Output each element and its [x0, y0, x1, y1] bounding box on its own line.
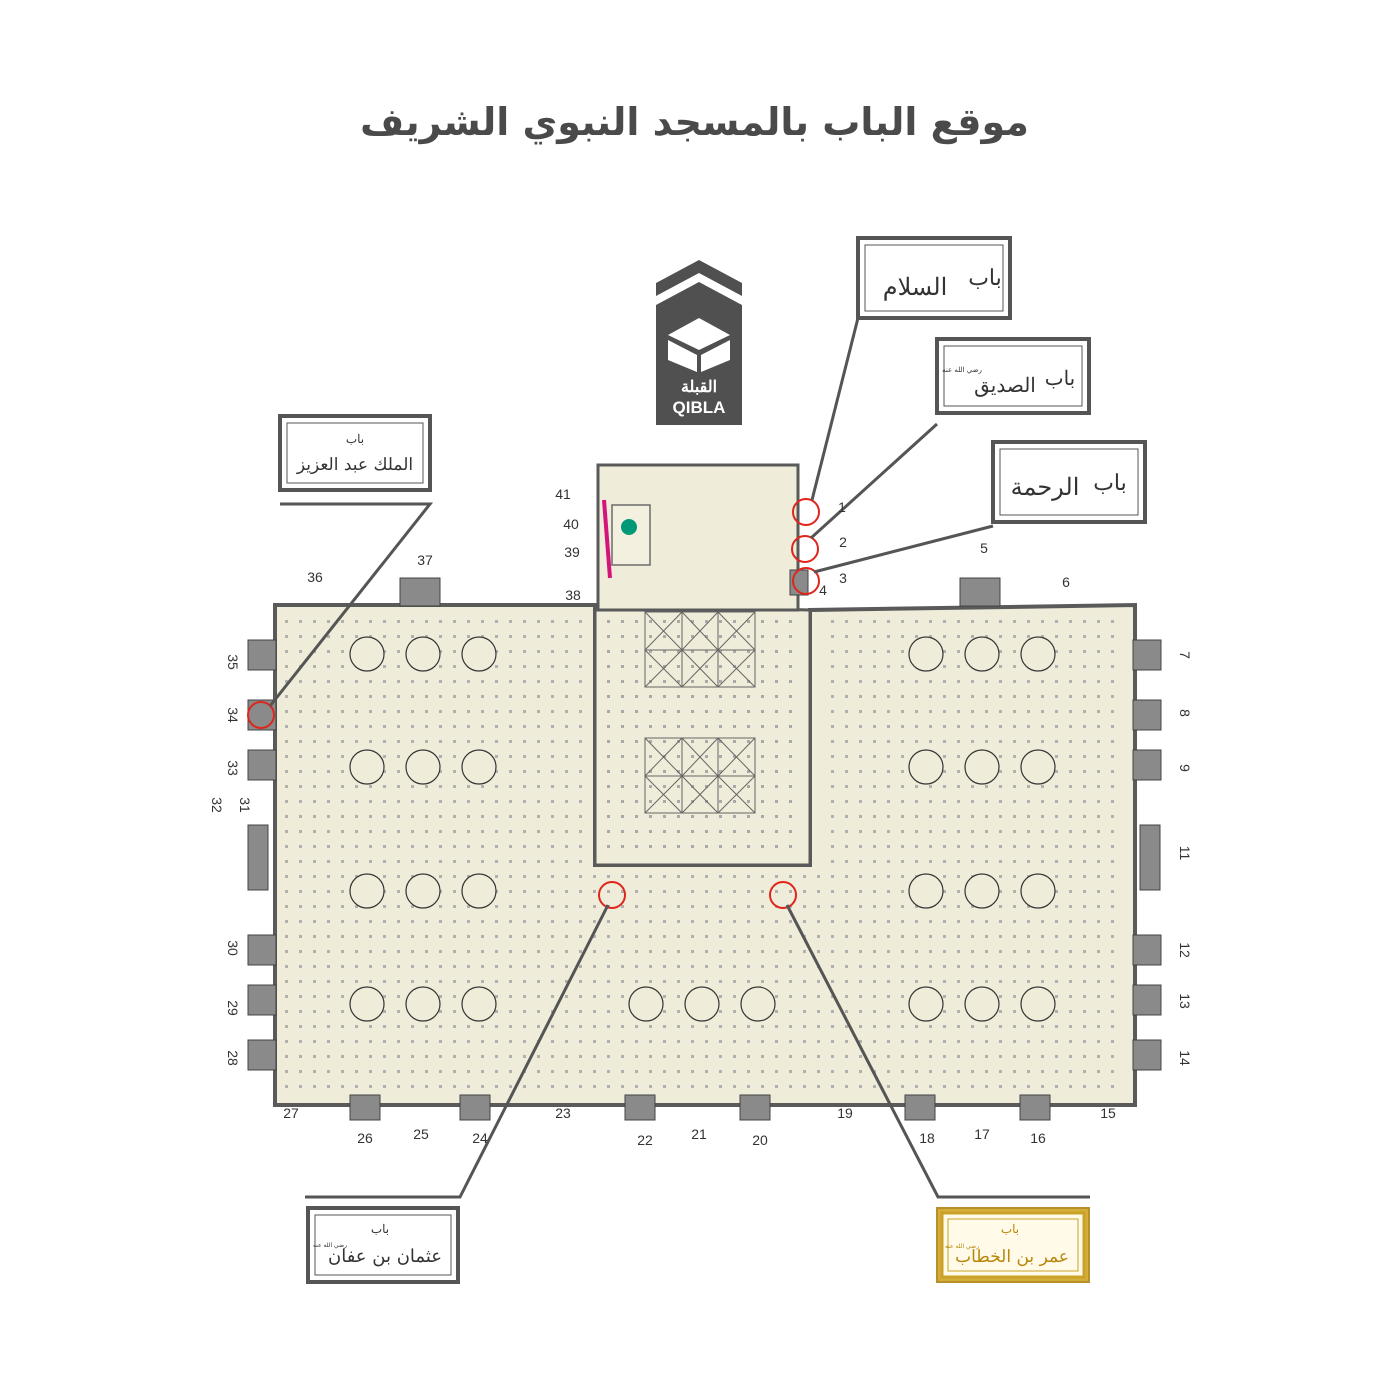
sign-umar-line1: باب	[1001, 1222, 1019, 1236]
sign-malik-line1: باب	[346, 432, 364, 446]
sign-rahma-line2: الرحمة	[1011, 473, 1080, 501]
qibla-english: QIBLA	[673, 398, 726, 417]
leader-lines	[268, 317, 1090, 1199]
minbar-line	[602, 499, 612, 579]
gate-3: 3	[839, 570, 847, 586]
column-grid	[285, 615, 1125, 1095]
sign-bab-malik-abdulaziz[interactable]: باب الملك عبد العزيز	[278, 414, 432, 492]
chamber-inner	[611, 504, 651, 566]
gate-19: 19	[837, 1105, 853, 1121]
gate-41: 41	[555, 486, 571, 502]
sign-malik-line2: الملك عبد العزيز	[296, 455, 413, 475]
gate-22: 22	[637, 1132, 653, 1148]
sign-umar-line2: عمر بن الخطاب	[955, 1247, 1069, 1267]
sign-bab-umar[interactable]: باب عمر بن الخطاب رضي الله عنه	[936, 1207, 1090, 1283]
sign-rahma-line1: باب	[1093, 471, 1127, 496]
gate-30: 30	[225, 940, 241, 956]
gate-2: 2	[839, 534, 847, 550]
gate-37: 37	[417, 552, 433, 568]
highlight-gate-1[interactable]	[792, 498, 820, 526]
gate-34: 34	[225, 707, 241, 723]
gate-11: 11	[1177, 846, 1193, 861]
sign-bab-rahma[interactable]: باب الرحمة	[991, 440, 1147, 524]
highlight-gate-3[interactable]	[792, 567, 820, 595]
sign-salam-line2: السلام	[883, 273, 948, 301]
domes	[349, 636, 1056, 1022]
sign-salam-line1: باب	[968, 266, 1002, 291]
gate-21: 21	[691, 1126, 707, 1142]
sign-siddiq-line2: الصديق	[974, 373, 1036, 397]
umbrella-squares	[644, 611, 756, 814]
gate-9: 9	[1177, 764, 1193, 772]
gate-32: 32	[209, 797, 225, 813]
sign-siddiq-honorific: رضي الله عنه	[942, 366, 982, 374]
highlight-umar[interactable]	[769, 881, 797, 909]
sign-uthman-honorific: رضي الله عنه	[313, 1242, 347, 1249]
sign-bab-siddiq[interactable]: باب الصديق رضي الله عنه	[935, 337, 1091, 415]
gate-36: 36	[307, 569, 323, 585]
gate-numbers: 1 2 3 4 5 6 7 8 9 11 12 13 14 15 16 17 1…	[209, 486, 1193, 1148]
gate-4: 4	[819, 582, 827, 598]
gate-24: 24	[472, 1130, 488, 1146]
gate-14: 14	[1177, 1050, 1193, 1066]
gate-23: 23	[555, 1105, 571, 1121]
gate-18: 18	[919, 1130, 935, 1146]
gate-39: 39	[564, 544, 580, 560]
qibla-badge: القبلة QIBLA	[656, 260, 742, 425]
sign-siddiq-line1: باب	[1045, 366, 1076, 390]
gate-28: 28	[225, 1050, 241, 1066]
floor-plan	[247, 463, 1162, 1121]
gate-6: 6	[1062, 574, 1070, 590]
gate-highlights	[247, 498, 820, 909]
gate-5: 5	[980, 540, 988, 556]
gate-blocks	[247, 569, 1162, 1121]
gate-35: 35	[225, 654, 241, 670]
sign-bab-uthman[interactable]: باب عثمان بن عفان رضي الله عنه	[306, 1206, 460, 1284]
gate-1: 1	[838, 499, 846, 515]
kaaba-icon	[668, 318, 730, 372]
gate-13: 13	[1177, 993, 1193, 1009]
gate-25: 25	[413, 1126, 429, 1142]
sign-uthman-line1: باب	[371, 1222, 389, 1236]
sign-umar-honorific: رضي الله عنه	[945, 1243, 979, 1250]
qibla-arabic: القبلة	[681, 379, 717, 396]
gate-26: 26	[357, 1130, 373, 1146]
gate-40: 40	[563, 516, 579, 532]
mihrab-marker	[621, 519, 637, 535]
gate-7: 7	[1177, 651, 1193, 659]
gate-33: 33	[225, 760, 241, 776]
gate-15: 15	[1100, 1105, 1116, 1121]
gate-27: 27	[283, 1105, 299, 1121]
highlight-gate-2[interactable]	[791, 535, 819, 563]
gate-29: 29	[225, 1000, 241, 1016]
gate-12: 12	[1177, 942, 1193, 958]
gate-17: 17	[974, 1126, 990, 1142]
gate-38: 38	[565, 587, 581, 603]
gate-20: 20	[752, 1132, 768, 1148]
highlight-uthman[interactable]	[598, 881, 626, 909]
sign-bab-salam[interactable]: باب السلام	[856, 236, 1012, 320]
sign-uthman-line2: عثمان بن عفان	[328, 1246, 442, 1267]
gate-16: 16	[1030, 1130, 1046, 1146]
page-title: موقع الباب بالمسجد النبوي الشريف	[360, 100, 1029, 144]
gate-31: 31	[237, 797, 253, 813]
highlight-gate-34[interactable]	[247, 701, 275, 729]
gate-8: 8	[1177, 709, 1193, 717]
